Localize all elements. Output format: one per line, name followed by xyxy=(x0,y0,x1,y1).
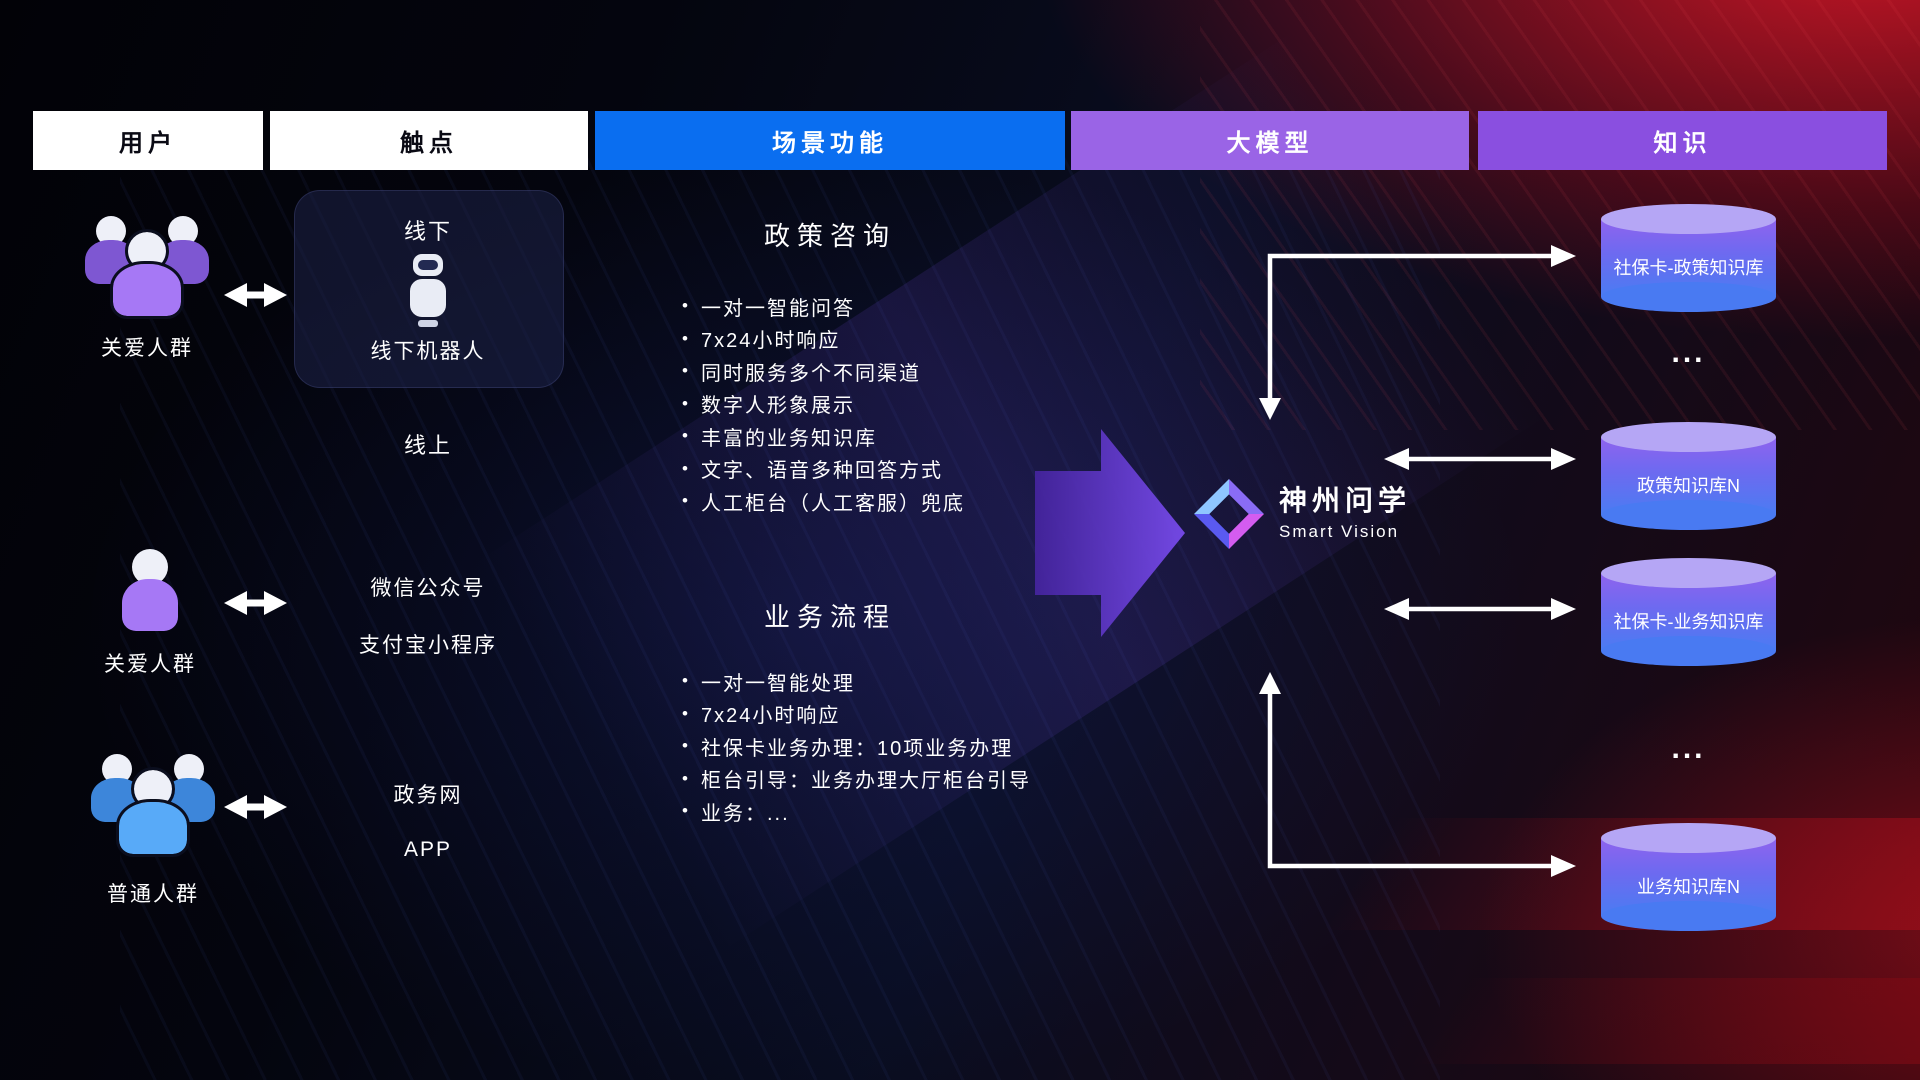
touchpoint-alipay: 支付宝小程序 xyxy=(359,634,497,657)
people-group-purple-icon xyxy=(85,212,209,319)
touchpoint-app: APP xyxy=(403,838,453,861)
arrowhead-right xyxy=(1551,598,1576,620)
big-flow-arrow xyxy=(1035,429,1185,637)
touchpoint-gov-web: 政务网 xyxy=(393,784,463,807)
bullet-item: 业务：... xyxy=(682,795,1031,828)
bullet-item: 一对一智能处理 xyxy=(682,665,1031,698)
arrowhead-right xyxy=(1551,855,1576,877)
db-label: 业务知识库N xyxy=(1637,876,1740,897)
db-business-social-card: 社保卡-业务知识库 xyxy=(1601,558,1776,666)
bullet-item: 丰富的业务知识库 xyxy=(682,420,965,453)
section-title-business-process: 业务流程 xyxy=(763,602,896,632)
bullet-item: 柜台引导：业务办理大厅柜台引导 xyxy=(682,763,1031,796)
arrowhead-right xyxy=(1551,448,1576,470)
bullet-item: 人工柜台（人工客服）兜底 xyxy=(682,485,965,518)
smart-vision-logo-icon xyxy=(1194,479,1264,549)
red-ribbon-decor xyxy=(1410,978,1920,1064)
policy-bullet-list: 一对一智能问答 7x24小时响应 同时服务多个不同渠道 数字人形象展示 丰富的业… xyxy=(682,290,965,518)
people-group-blue-icon xyxy=(91,750,215,857)
bullet-item: 同时服务多个不同渠道 xyxy=(682,355,965,388)
arrow-model-to-business-kb-n xyxy=(1267,692,1554,869)
knowledge-ellipsis: ... xyxy=(1671,732,1706,765)
bullet-item: 社保卡业务办理：10项业务办理 xyxy=(682,730,1031,763)
db-policy-social-card: 社保卡-政策知识库 xyxy=(1601,204,1776,312)
db-label: 社保卡-政策知识库 xyxy=(1613,257,1764,278)
column-header-users: 用户 xyxy=(33,111,263,170)
db-label: 社保卡-业务知识库 xyxy=(1613,611,1764,632)
brand-block: 神州问学 Smart Vision xyxy=(1194,479,1411,549)
robot-icon xyxy=(404,254,452,332)
offline-robot-label: 线下机器人 xyxy=(370,340,486,363)
touchpoint-wechat: 微信公众号 xyxy=(370,577,486,600)
user-group-label: 关爱人群 xyxy=(104,653,196,676)
db-policy-n: 政策知识库N xyxy=(1601,422,1776,530)
arrowhead-left xyxy=(1384,448,1409,470)
column-header-scene-functions: 场景功能 xyxy=(595,111,1065,170)
offline-title: 线下 xyxy=(403,219,452,244)
online-title: 线上 xyxy=(403,433,452,458)
arrow-model-to-policy-kb xyxy=(1267,253,1554,402)
column-header-knowledge: 知识 xyxy=(1478,111,1887,170)
user-group-label: 普通人群 xyxy=(107,883,199,906)
user-group-care-2: 关爱人群 xyxy=(60,549,240,678)
column-header-touchpoints: 触点 xyxy=(270,111,588,170)
user-group-care-1: 关爱人群 xyxy=(57,212,237,362)
arrowhead-right xyxy=(1551,245,1576,267)
brand-name: 神州问学 xyxy=(1279,485,1412,516)
arrowhead-left xyxy=(1384,598,1409,620)
db-business-n: 业务知识库N xyxy=(1601,823,1776,931)
bullet-item: 数字人形象展示 xyxy=(682,388,965,421)
red-streaks-decor xyxy=(1200,0,1920,430)
bullet-item: 7x24小时响应 xyxy=(682,698,1031,731)
bullet-item: 7x24小时响应 xyxy=(682,323,965,356)
section-title-policy-consult: 政策咨询 xyxy=(763,221,896,251)
arrowhead-down xyxy=(1259,398,1281,420)
arrowhead-up xyxy=(1259,672,1281,694)
bullet-item: 文字、语音多种回答方式 xyxy=(682,453,965,486)
user-group-general: 普通人群 xyxy=(63,750,243,908)
brand-text: 神州问学 Smart Vision xyxy=(1279,479,1411,542)
db-label: 政策知识库N xyxy=(1637,475,1740,496)
column-header-large-model: 大模型 xyxy=(1071,111,1469,170)
user-group-label: 关爱人群 xyxy=(101,337,193,360)
person-purple-icon xyxy=(122,549,178,635)
knowledge-ellipsis: ... xyxy=(1671,336,1706,369)
brand-subtitle: Smart Vision xyxy=(1279,522,1400,541)
bullet-item: 一对一智能问答 xyxy=(682,290,965,323)
business-bullet-list: 一对一智能处理 7x24小时响应 社保卡业务办理：10项业务办理 柜台引导：业务… xyxy=(682,665,1031,828)
